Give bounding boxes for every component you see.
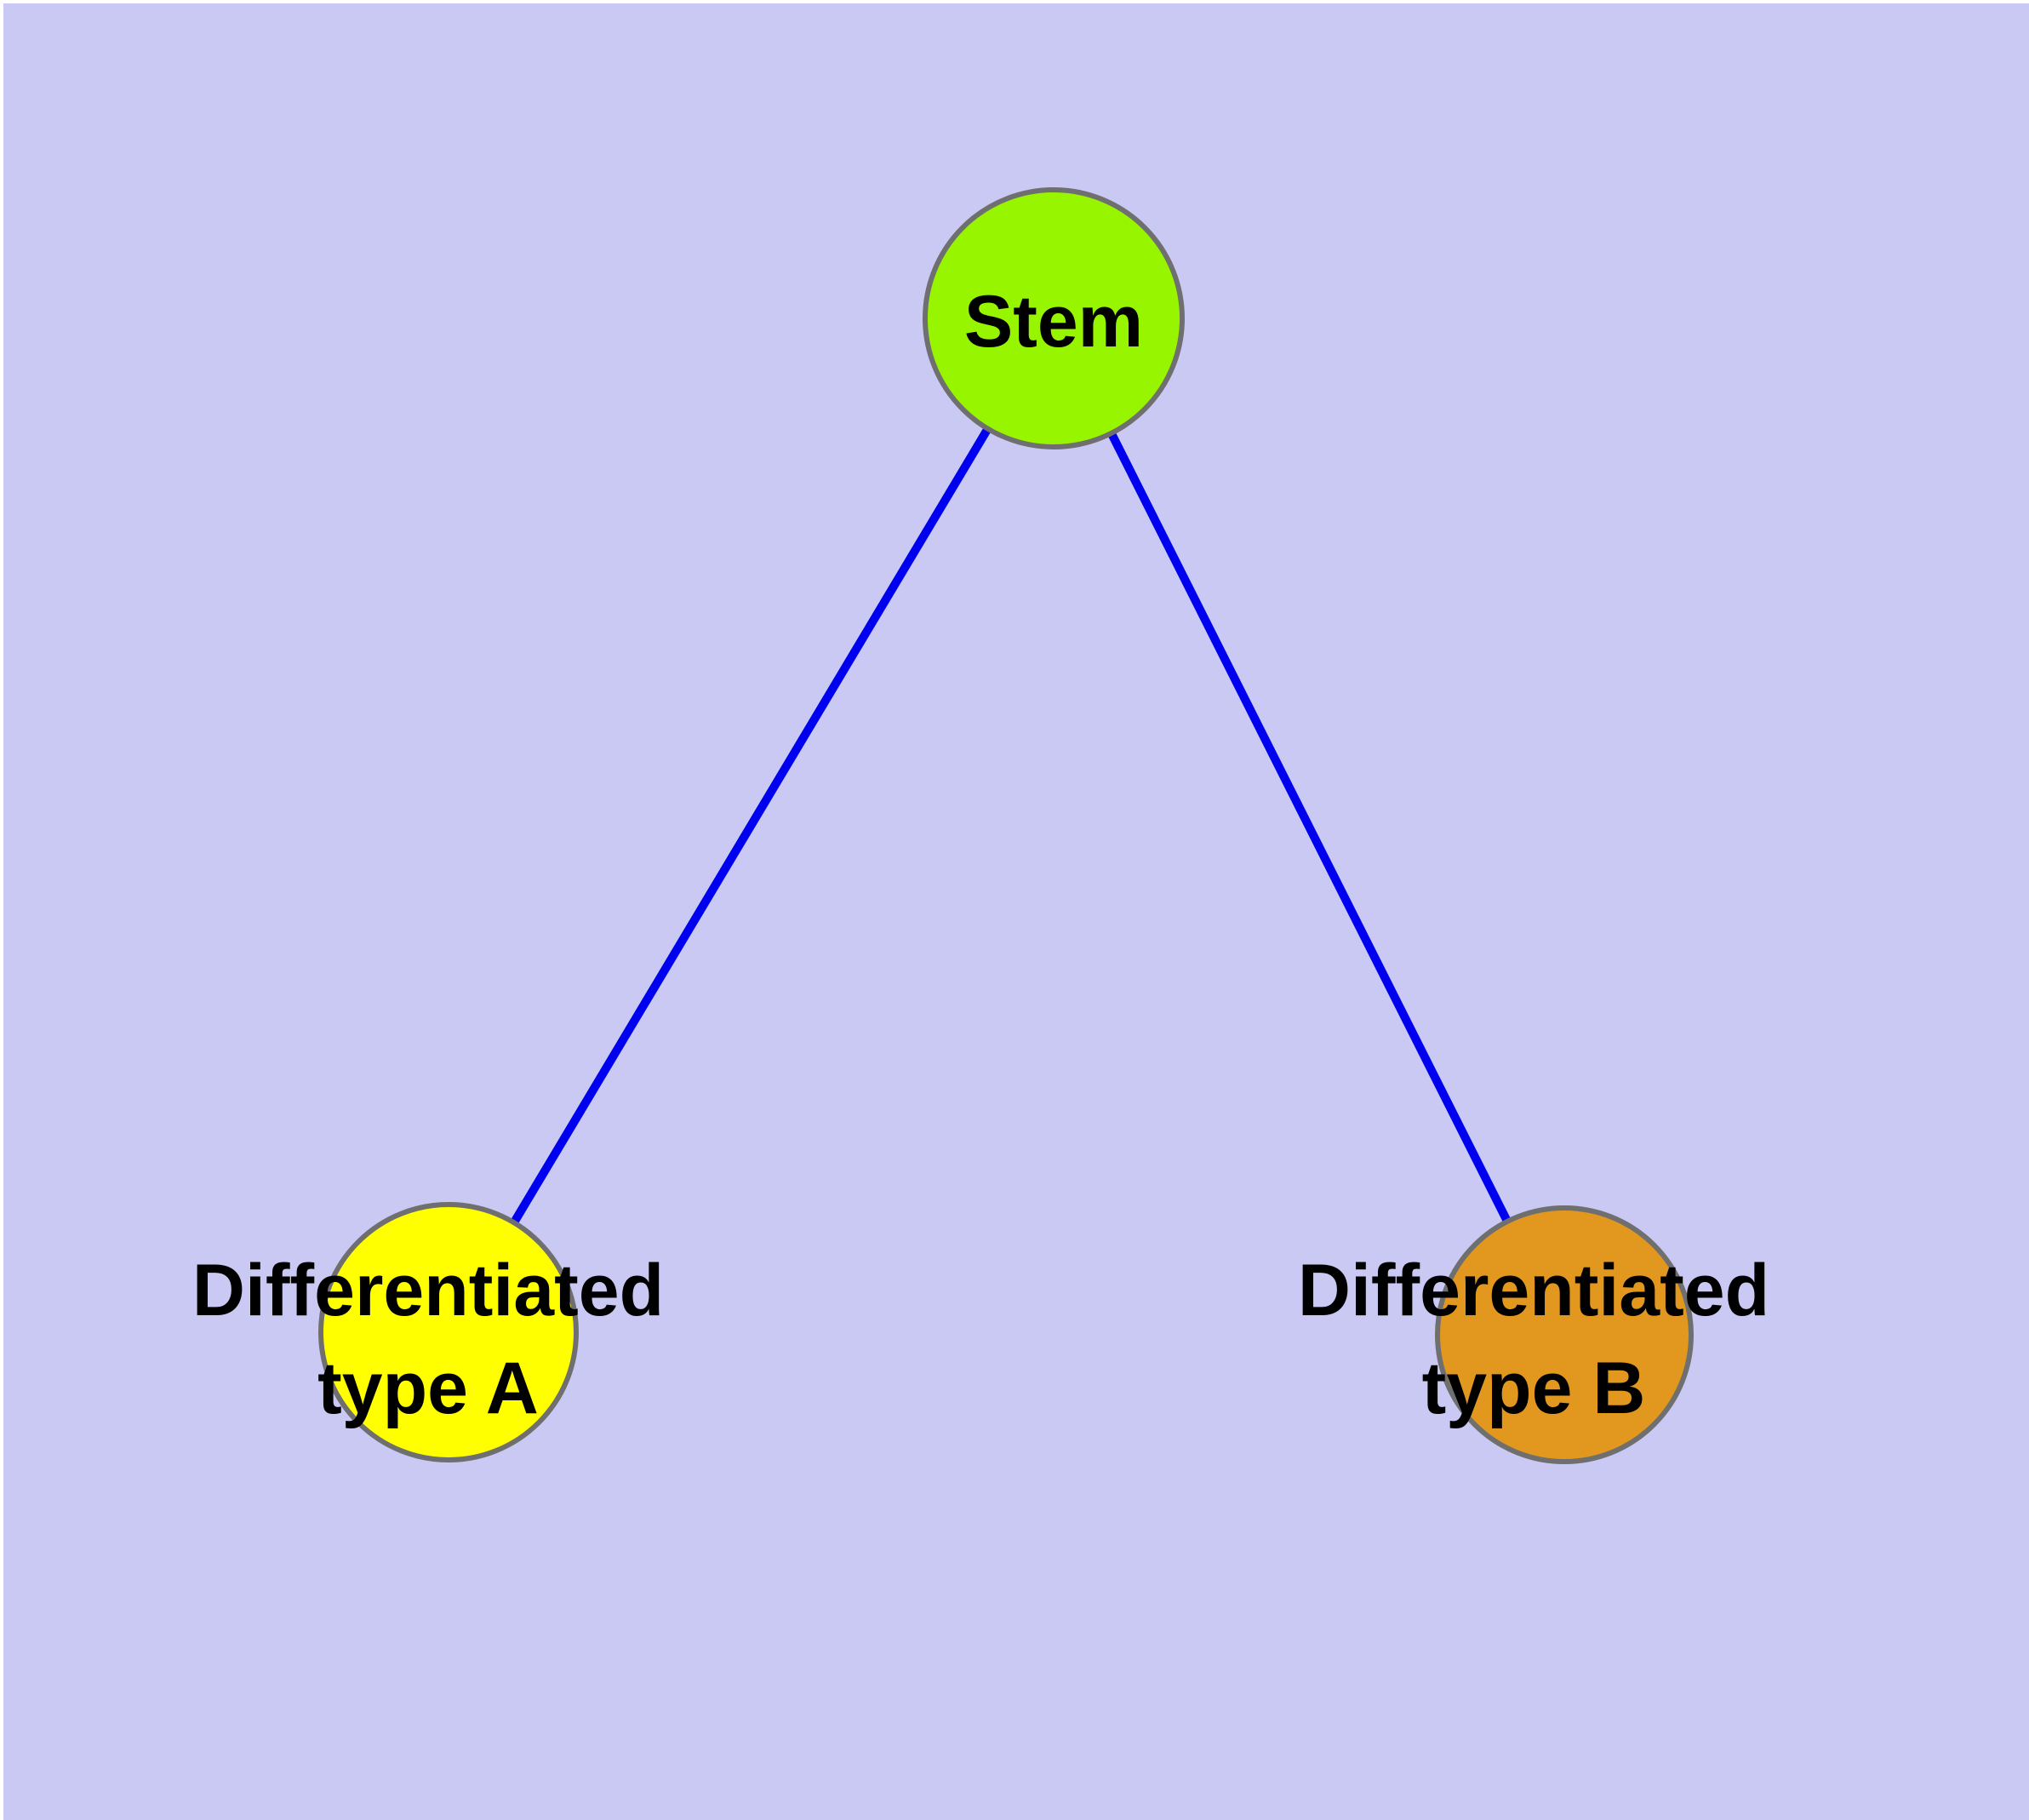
node-stem-label: Stem <box>964 281 1143 363</box>
node-type-a-label-line1: Differentiated <box>192 1250 664 1331</box>
node-type-b-label: Differentiated type B <box>1298 1250 1769 1429</box>
node-type-a-label: Differentiated type A <box>192 1250 664 1429</box>
top-frame-strip <box>0 0 2029 3</box>
node-stem <box>923 187 1185 449</box>
node-differentiated-type-a <box>318 1202 579 1462</box>
edge-stem-to-type-b <box>1049 316 1569 1337</box>
left-frame-strip <box>0 0 3 1820</box>
node-type-b-label-line1: Differentiated <box>1298 1250 1769 1331</box>
edge-stem-to-type-a <box>444 316 1058 1335</box>
node-type-a-label-line2: type A <box>317 1348 539 1429</box>
node-type-b-label-line2: type B <box>1422 1348 1646 1429</box>
node-differentiated-type-b <box>1435 1205 1694 1464</box>
